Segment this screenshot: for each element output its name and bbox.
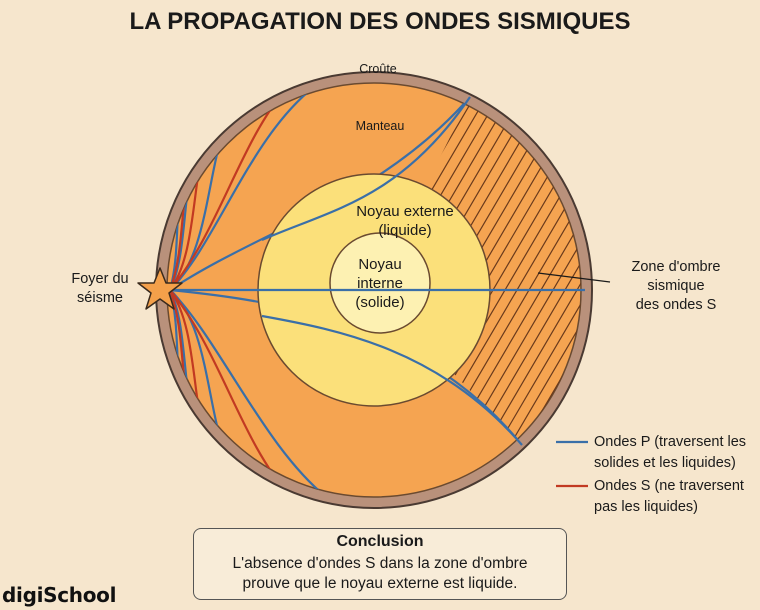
inner-core-label: Noyau interne (solide) <box>355 256 405 311</box>
p-wave-path <box>169 83 331 291</box>
p-wave-path <box>261 96 471 242</box>
mantle-label: Manteau <box>355 119 405 133</box>
focus-star-icon <box>137 267 183 310</box>
p-wave-path <box>169 289 331 497</box>
conclusion-title: Conclusion <box>336 533 424 550</box>
inner-core-layer <box>329 232 431 334</box>
crust-label: Croûte <box>359 62 397 76</box>
legend-p-waves: Ondes P (traversent les solides et les l… <box>594 434 747 471</box>
outer-core-label: Noyau externe (liquide) <box>356 203 454 239</box>
conclusion-box: Conclusion L'absence d'ondes S dans la z… <box>193 528 567 600</box>
shadow-zone-label: Zone d'ombre sismique des ondes S <box>631 259 721 313</box>
shadow-zone-pointer <box>537 272 611 283</box>
focus-label: Foyer du séisme <box>71 271 129 306</box>
legend-s-waves: Ondes S (ne traversent pas les liquides) <box>594 478 744 515</box>
p-wave-path <box>261 314 523 446</box>
page-title: LA PROPAGATION DES ONDES SISMIQUES <box>129 8 631 35</box>
digischool-logo: digiSchool <box>2 583 117 607</box>
conclusion-text: L'absence d'ondes S dans la zone d'ombre… <box>232 555 528 592</box>
